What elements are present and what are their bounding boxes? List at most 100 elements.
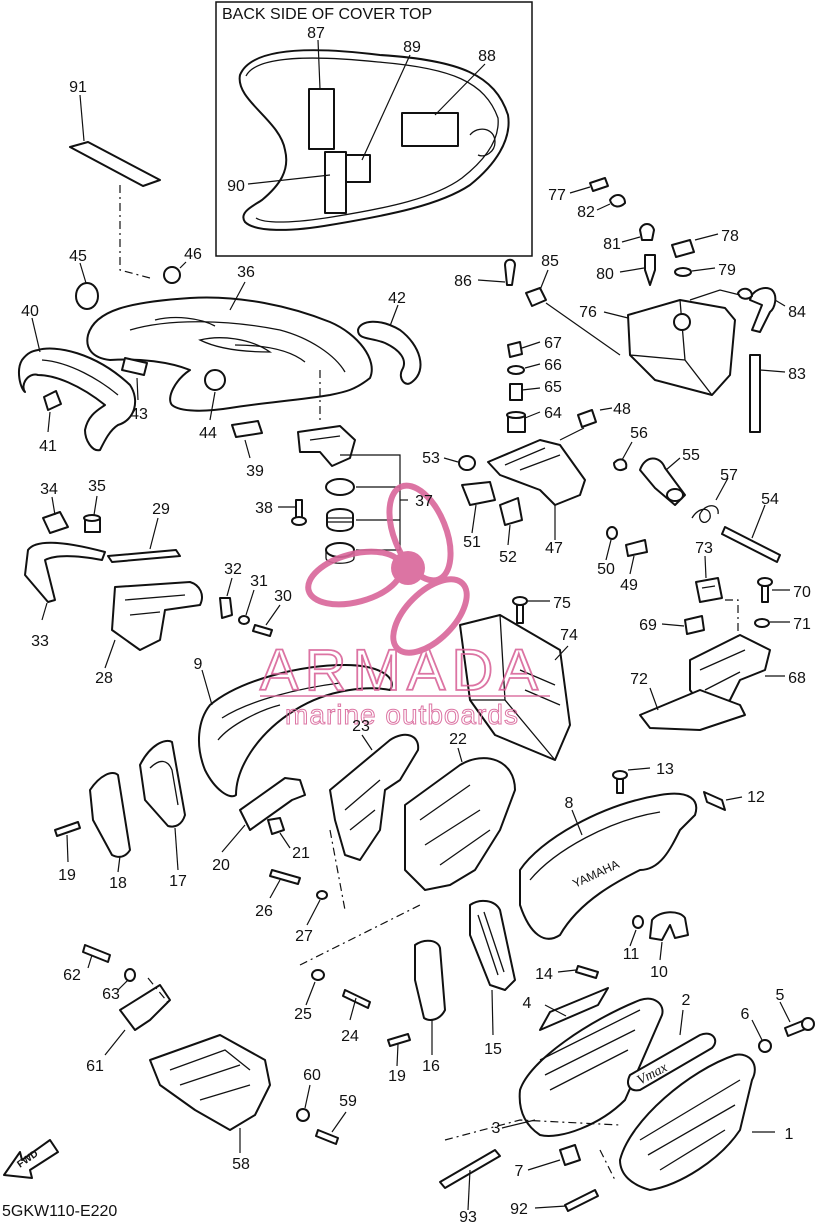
callout-3: 3: [492, 1120, 501, 1137]
part-32-clip: [219, 577, 233, 619]
callout-87: 87: [307, 25, 325, 42]
part-59-bolt: [315, 1111, 347, 1145]
inset-panel: BACK SIDE OF COVER TOP: [215, 1, 533, 257]
callout-7: 7: [515, 1163, 524, 1180]
callout-55: 55: [682, 447, 700, 464]
part-7-clip: [527, 1144, 581, 1171]
part-45-cap: [75, 262, 99, 310]
callout-67: 67: [544, 335, 562, 352]
part-55-lock: [639, 457, 686, 506]
part-56-clip: [613, 441, 633, 472]
callout-1: 1: [785, 1126, 794, 1143]
callout-52: 52: [499, 549, 517, 566]
part-1-side-cover: [619, 1053, 775, 1191]
part-30-screw: [252, 604, 281, 637]
part-92-pin: [534, 1189, 599, 1212]
callout-9: 9: [194, 656, 203, 673]
part-73-damper: [695, 555, 723, 603]
part-16-cover: [414, 939, 446, 1055]
callout-46: 46: [184, 246, 202, 263]
callout-72: 72: [630, 671, 648, 688]
part-58-frame: [149, 1034, 271, 1153]
callout-16: 16: [422, 1058, 440, 1075]
part-24-bolt: [342, 989, 371, 1021]
callout-19a: 19: [58, 867, 76, 884]
part-21-clip: [267, 817, 291, 849]
part-63-nut: [117, 968, 136, 991]
callout-14: 14: [535, 966, 553, 983]
callout-74: 74: [560, 627, 578, 644]
part-31-nut: [238, 589, 255, 625]
callout-84: 84: [788, 304, 806, 321]
callout-47: 47: [545, 540, 563, 557]
part-38-bolt: [278, 499, 307, 526]
fwd-arrow-icon: FWD: [3, 1139, 59, 1179]
callout-73: 73: [695, 540, 713, 557]
part-53-damper: [443, 455, 476, 471]
callout-31: 31: [250, 573, 268, 590]
part-60-nut: [296, 1084, 311, 1122]
part-14-screw: [557, 965, 599, 979]
callout-4: 4: [523, 995, 532, 1012]
callout-77: 77: [548, 187, 566, 204]
callout-85: 85: [541, 253, 559, 270]
part-61-bracket: [104, 984, 171, 1056]
part-46-grommet: [163, 261, 187, 284]
part-64-damper: [506, 411, 541, 433]
callout-79: 79: [718, 262, 736, 279]
callout-81: 81: [603, 236, 621, 253]
part-80-fitting: [619, 254, 656, 286]
part-17-cover: [139, 740, 186, 871]
part-48-clip: [559, 407, 613, 441]
part-20-bracket: [221, 777, 306, 853]
callout-36: 36: [237, 264, 255, 281]
part-5-bolt: [779, 1001, 815, 1037]
callout-23: 23: [352, 718, 370, 735]
part-79-seal: [674, 267, 716, 277]
part-43-pad: [121, 357, 148, 401]
part-65-collar: [509, 383, 541, 401]
callout-5: 5: [776, 987, 785, 1004]
part-19a-screw: [54, 821, 81, 863]
part-28-panel: [104, 581, 203, 669]
callout-71: 71: [793, 616, 811, 633]
part-22-plate: [404, 747, 516, 891]
callout-60: 60: [303, 1067, 321, 1084]
armada-watermark-logo: ARMADA marine outboards: [259, 482, 550, 731]
callout-37: 37: [415, 493, 433, 510]
part-clamp-84: [689, 287, 753, 301]
part-77-cap: [569, 177, 609, 194]
callout-69: 69: [639, 617, 657, 634]
callout-labels: 1 2 3 4 5 6 7 8 9 10 11 12 13 14 15 16 1…: [21, 25, 811, 1224]
part-71-nut: [754, 618, 790, 628]
part-35-collar: [83, 495, 101, 533]
part-8-tank-cover: YAMAHA: [519, 792, 698, 940]
part-47-bracket: [487, 439, 586, 540]
callout-64: 64: [544, 405, 562, 422]
callout-75: 75: [553, 595, 571, 612]
callout-29: 29: [152, 501, 170, 518]
callout-6: 6: [741, 1006, 750, 1023]
callout-89: 89: [403, 39, 421, 56]
part-18-cover: [89, 772, 131, 873]
part-62-bolt: [82, 944, 111, 969]
callout-83: 83: [788, 366, 806, 383]
callout-88: 88: [478, 48, 496, 65]
callout-54: 54: [761, 491, 779, 508]
callout-48: 48: [613, 401, 631, 418]
callout-11: 11: [623, 946, 640, 963]
part-15-cover: [469, 899, 516, 1036]
callout-58: 58: [232, 1156, 250, 1173]
callout-19b: 19: [388, 1068, 406, 1085]
callout-39: 39: [246, 463, 264, 480]
callout-27: 27: [295, 928, 313, 945]
part-33-bracket: [24, 541, 106, 621]
callout-68: 68: [788, 670, 806, 687]
callout-91: 91: [69, 79, 87, 96]
part-27-nut: [306, 890, 328, 926]
diagram-code: 5GKW110-E220: [2, 1203, 117, 1220]
callout-10: 10: [650, 964, 668, 981]
part-23-plate: [329, 733, 420, 861]
part-40-handle: [17, 317, 137, 452]
